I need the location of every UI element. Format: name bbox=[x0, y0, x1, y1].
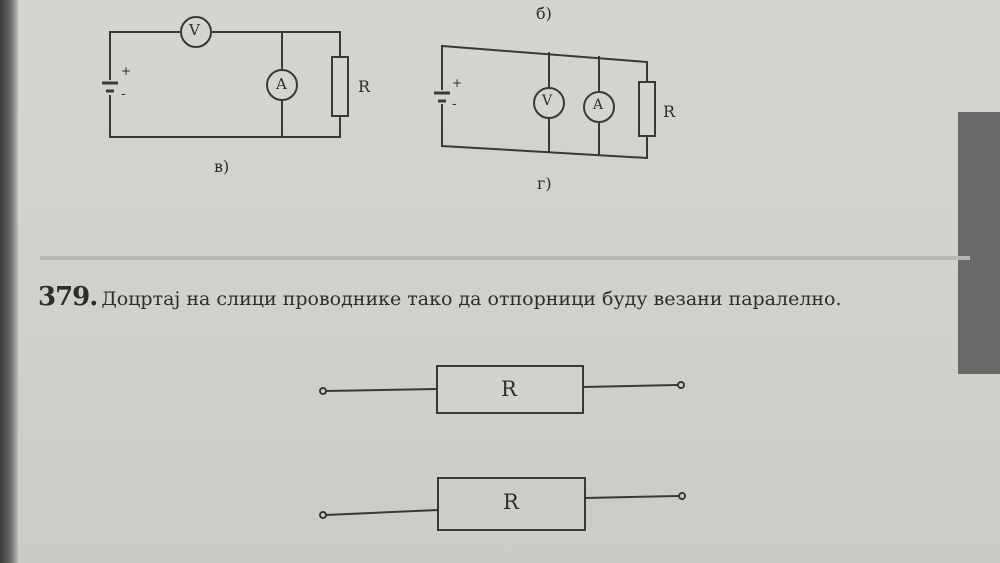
resistor-icon bbox=[331, 56, 349, 117]
circuit-g bbox=[434, 44, 656, 160]
battery-minus: - bbox=[452, 96, 457, 112]
figure-label-v: в) bbox=[214, 157, 230, 176]
bottom-resistor-2 bbox=[319, 477, 686, 531]
terminal-left bbox=[319, 387, 327, 395]
chapter-side-tab bbox=[958, 112, 1000, 374]
resistor-box bbox=[436, 365, 584, 414]
battery-minus: - bbox=[121, 86, 126, 102]
voltmeter-icon bbox=[533, 87, 565, 119]
figure-label-b: б) bbox=[536, 4, 552, 23]
bottom-resistor-1 bbox=[319, 365, 685, 414]
ammeter-label: A bbox=[276, 75, 287, 93]
section-divider bbox=[40, 256, 970, 260]
voltmeter-label: V bbox=[542, 93, 553, 109]
book-binding-shadow bbox=[0, 0, 18, 563]
problem-number: 379. bbox=[38, 282, 98, 312]
ammeter-label: A bbox=[593, 97, 604, 113]
figure-label-g: г) bbox=[537, 174, 552, 193]
battery-plus: + bbox=[121, 64, 132, 78]
ammeter-icon bbox=[266, 69, 298, 101]
bottom-resistor-1-label: R bbox=[501, 377, 517, 401]
terminal-right bbox=[678, 492, 686, 500]
resistor-label: R bbox=[358, 77, 371, 96]
ammeter-icon bbox=[583, 91, 615, 123]
circuit-v bbox=[102, 16, 349, 138]
resistor-icon bbox=[638, 81, 656, 137]
battery-plus: + bbox=[452, 76, 463, 90]
problem-text: Доцртај на слици проводнике тако да отпо… bbox=[101, 288, 842, 310]
terminal-right bbox=[677, 381, 685, 389]
resistor-box bbox=[437, 477, 586, 531]
problem-379: 379.Доцртај на слици проводнике тако да … bbox=[38, 282, 842, 312]
resistor-label: R bbox=[663, 102, 676, 121]
voltmeter-label: V bbox=[189, 21, 200, 39]
terminal-left bbox=[319, 511, 327, 519]
bottom-resistor-2-label: R bbox=[503, 490, 519, 514]
voltmeter-icon bbox=[180, 16, 212, 48]
